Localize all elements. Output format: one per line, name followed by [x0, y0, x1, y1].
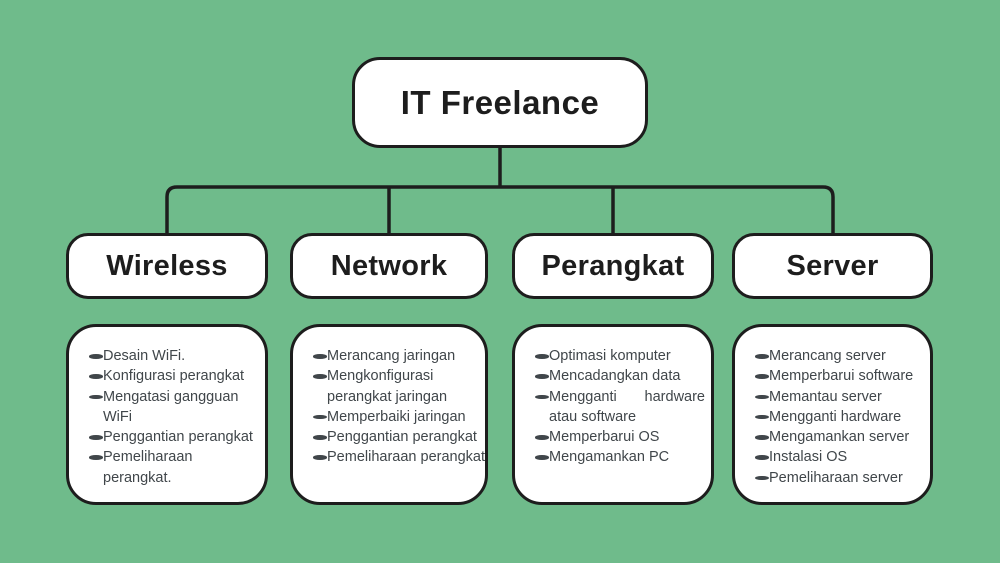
list-item: Memperbaiki jaringan [313, 407, 479, 427]
list-item-text: Konfigurasi perangkat [103, 368, 245, 385]
list-item: Mengamankan server [755, 427, 924, 447]
bullet-icon [755, 374, 769, 379]
bullet-icon [755, 435, 769, 440]
bullet-icon [313, 435, 327, 440]
list-item: Instalasi OS [755, 447, 924, 467]
list-item-text: Mengamankan server [769, 429, 910, 446]
bullet-icon [89, 435, 103, 440]
bullet-icon [535, 435, 549, 440]
list-item-text: Penggantian perangkat [327, 429, 477, 446]
list-item-text: Desain WiFi. [103, 348, 186, 364]
bullet-icon [755, 475, 769, 481]
bullet-icon [313, 374, 327, 379]
list-item-text: Merancang server [769, 348, 886, 364]
list-item-text: Memantau server [769, 388, 882, 405]
list-item: Penggantian perangkat [89, 427, 259, 447]
category-box-server: Server [732, 233, 933, 299]
bullet-icon [313, 455, 327, 460]
bullet-icon [755, 354, 769, 359]
list-item-text: Instalasi OS [769, 449, 848, 466]
list-item-text: Pemeliharaan perangkat [327, 449, 485, 466]
list-item-text: Mengamankan PC [549, 449, 670, 466]
bullet-icon [755, 414, 769, 420]
category-label: Wireless [106, 249, 228, 282]
list-item: Memantau server [755, 387, 924, 407]
list-item-text: Optimasi komputer [549, 348, 671, 364]
list-item-text: Memperbaiki jaringan [327, 408, 466, 425]
root-node-box: IT Freelance [352, 57, 648, 148]
bullet-icon [89, 374, 103, 379]
list-item-text: Mengganti hardware [769, 408, 902, 425]
category-label: Server [786, 249, 879, 282]
list-item: Pemeliharaan server [755, 468, 924, 488]
list-item: Mengganti hardware [755, 407, 924, 427]
list-item-text: Merancang jaringan [327, 348, 456, 364]
list-item-text: Pemeliharaan server [769, 469, 903, 486]
category-box-perangkat: Perangkat [512, 233, 714, 299]
list-item: Merancang jaringan [313, 346, 479, 366]
bullet-icon [313, 414, 327, 420]
list-item: Konfigurasi perangkat [89, 366, 259, 386]
list-item: Mencadangkan data [535, 366, 705, 386]
root-node-label: IT Freelance [400, 83, 600, 121]
bullet-icon [535, 394, 549, 400]
list-item-text: Mencadangkan data [549, 368, 681, 385]
bullet-icon [535, 354, 549, 359]
bullet-icon [89, 455, 103, 460]
bullet-icon [755, 394, 769, 400]
bullet-icon [89, 394, 103, 400]
category-label: Perangkat [541, 249, 685, 282]
category-box-network: Network [290, 233, 488, 299]
bullet-icon [313, 354, 327, 359]
list-item: Merancang server [755, 346, 924, 366]
list-item: Memperbarui OS [535, 427, 705, 447]
bullet-icon [755, 455, 769, 460]
list-item-text: Memperbarui software [769, 368, 914, 385]
branch-rail-line [165, 185, 835, 234]
bullet-icon [535, 374, 549, 379]
list-item: Pemeliharaan perangkat [313, 447, 485, 467]
bullet-icon [89, 354, 103, 359]
bullet-icon [535, 455, 549, 460]
list-item: Optimasi komputer [535, 346, 705, 366]
list-item: Mengamankan PC [535, 447, 705, 467]
list-item: Memperbarui software [755, 366, 924, 386]
list-item-text: Penggantian perangkat [103, 429, 253, 446]
category-box-wireless: Wireless [66, 233, 268, 299]
list-item: Desain WiFi. [89, 346, 259, 366]
category-label: Network [330, 249, 448, 282]
list-item-text: Memperbarui OS [549, 429, 660, 446]
list-item: Penggantian perangkat [313, 427, 479, 447]
